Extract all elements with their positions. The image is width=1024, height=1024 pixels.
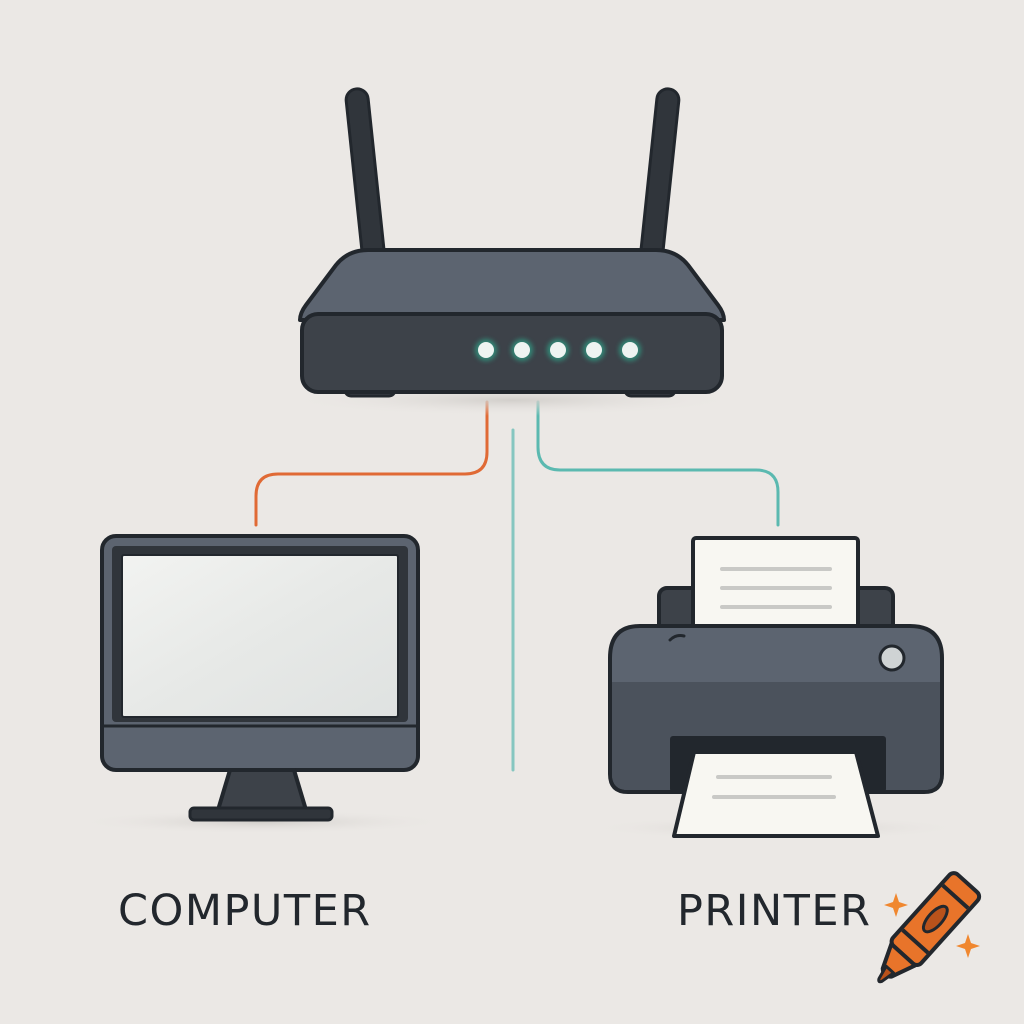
link-computer (254, 400, 489, 527)
router-antenna-left (344, 87, 386, 265)
printer-icon (586, 536, 966, 840)
link-printer (536, 400, 780, 527)
monitor-base (188, 806, 334, 822)
router-icon (282, 87, 742, 416)
monitor-stand (216, 768, 308, 812)
router-led (583, 339, 605, 361)
monitor-screen (121, 554, 399, 718)
router-led (475, 339, 497, 361)
printer-power-button (878, 644, 906, 672)
printer-label: PRINTER (677, 886, 872, 936)
router-led (619, 339, 641, 361)
sparkle-icon (884, 893, 908, 917)
router-led (511, 339, 533, 361)
router-leds (475, 339, 641, 361)
crayon-icon (877, 871, 982, 984)
computer-label: COMPUTER (118, 886, 372, 936)
router-led (547, 339, 569, 361)
router-antenna-right (639, 87, 681, 265)
sparkle-icon (956, 934, 980, 958)
connections (254, 400, 780, 772)
monitor-icon (72, 534, 452, 834)
router-top (298, 248, 726, 322)
printer-paper-out (672, 750, 880, 838)
